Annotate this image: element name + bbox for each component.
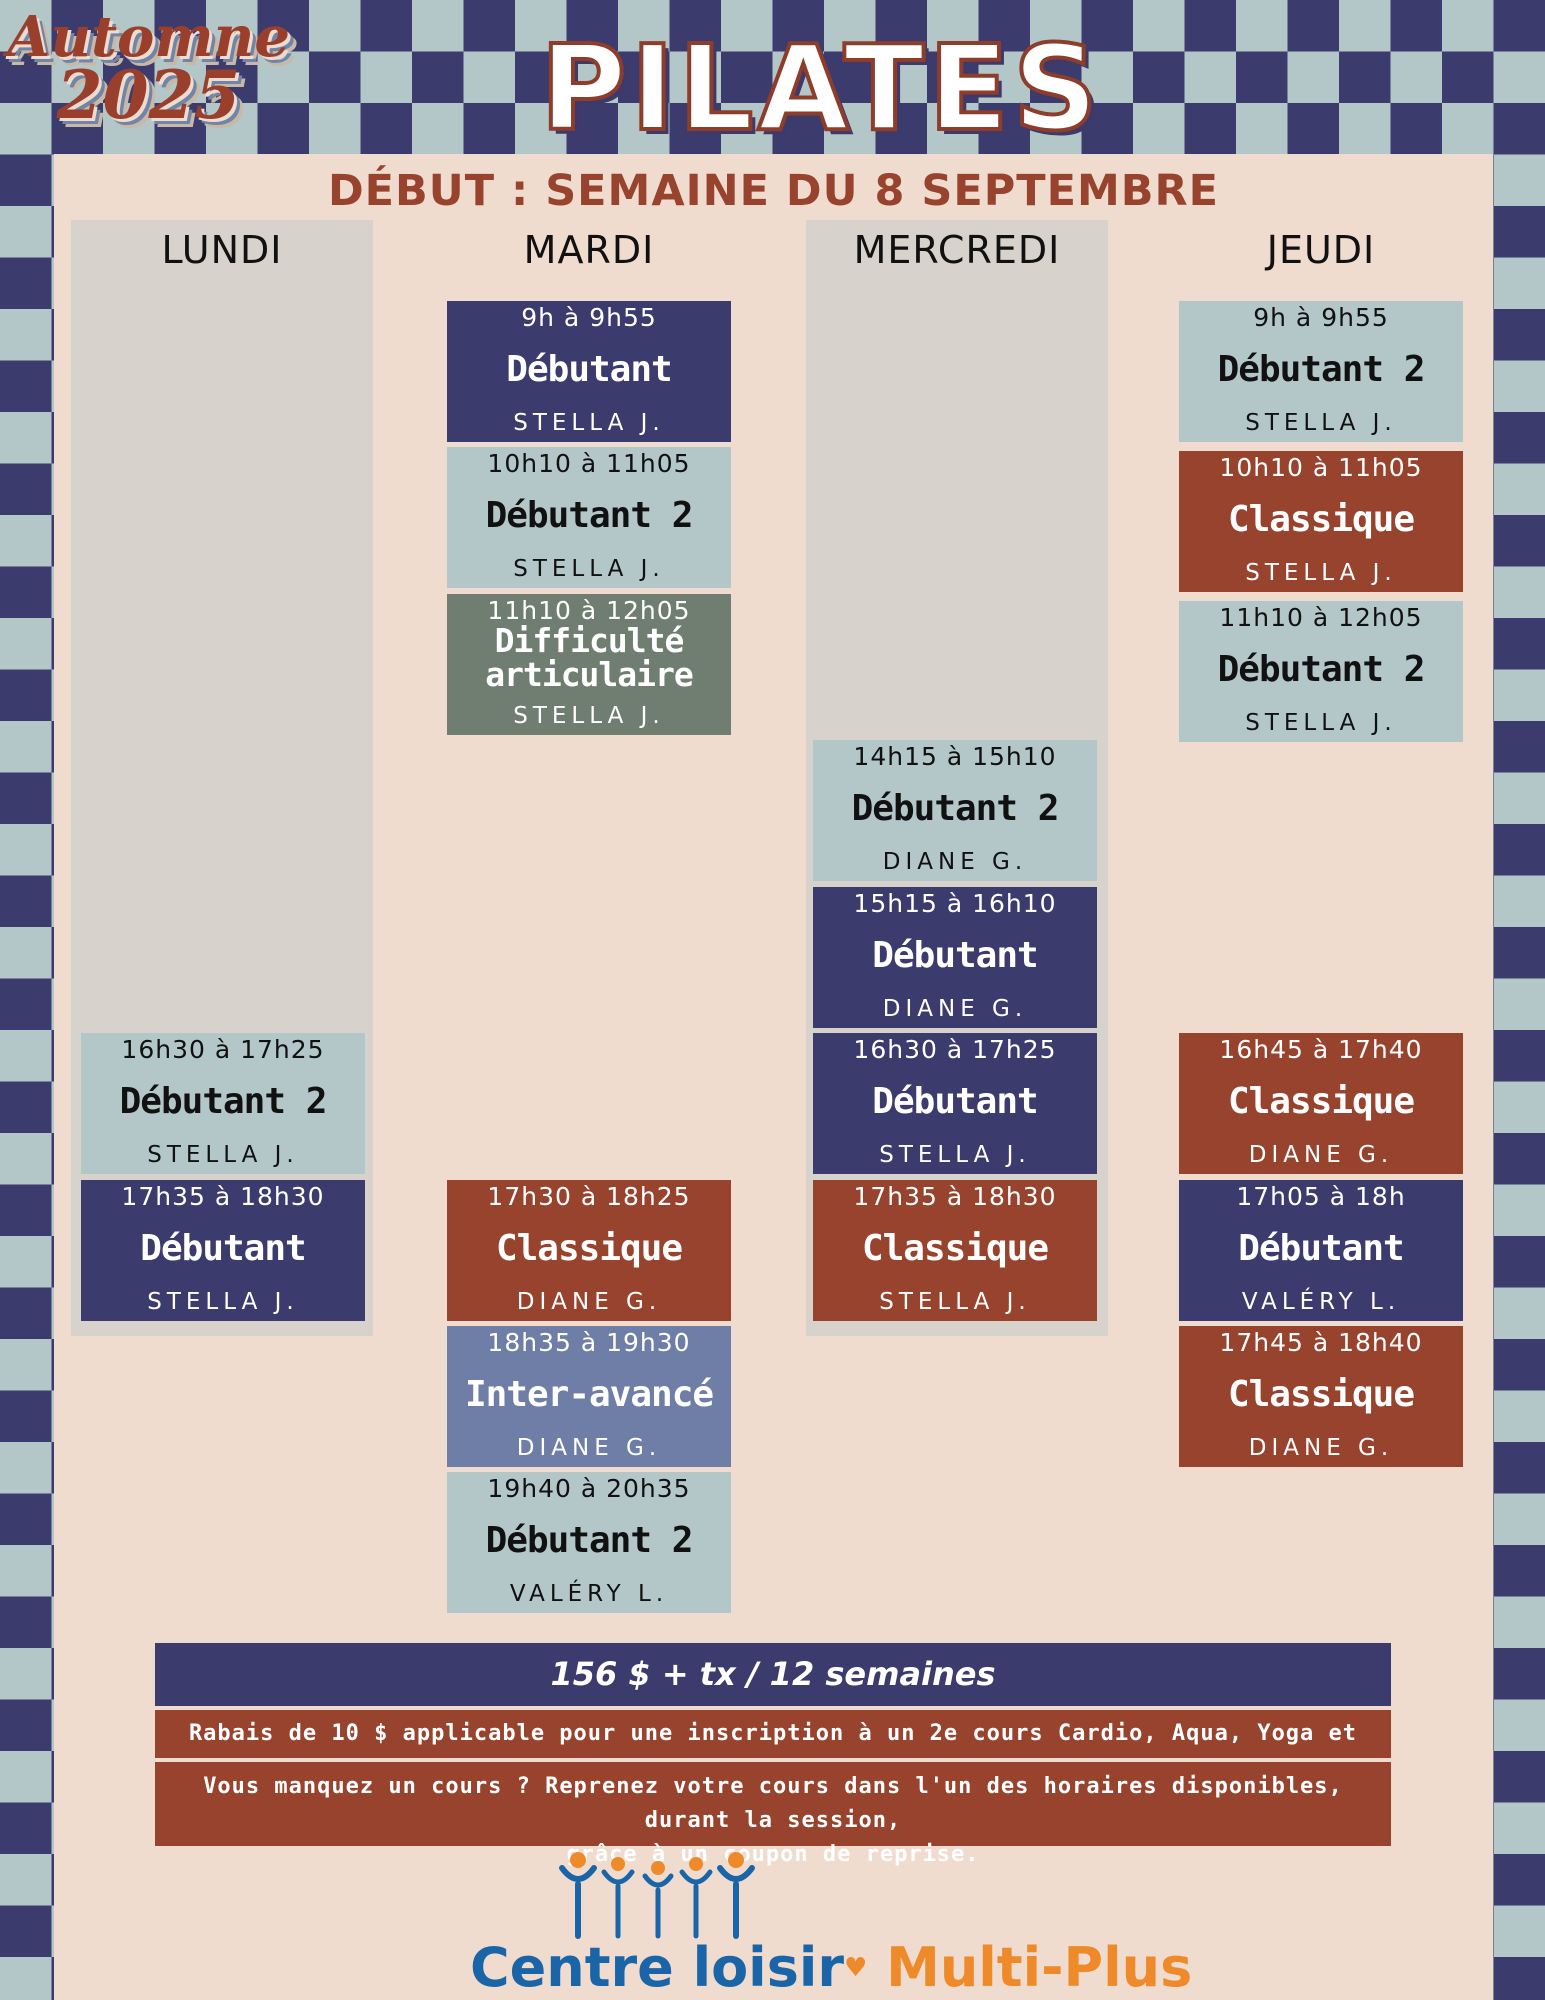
class-card[interactable]: 9h à 9h55 Débutant STELLA J.: [447, 301, 731, 442]
class-name: Débutant: [506, 349, 672, 390]
class-name: Classique: [1227, 1374, 1415, 1415]
class-time: 18h35 à 19h30: [487, 1328, 691, 1357]
class-card[interactable]: 16h30 à 17h25 Débutant 2 STELLA J.: [81, 1033, 365, 1174]
class-card[interactable]: 17h05 à 18h Débutant VALÉRY L.: [1179, 1180, 1463, 1321]
class-instructor: DIANE G.: [1248, 1142, 1394, 1168]
class-instructor: STELLA J.: [1245, 710, 1397, 736]
class-card[interactable]: 11h10 à 12h05 Difficulté articulaire STE…: [447, 594, 731, 735]
makeup-line2: grâce à un coupon de reprise.: [566, 1842, 980, 1867]
class-time: 16h45 à 17h40: [1219, 1035, 1423, 1064]
class-name: Débutant 2: [119, 1081, 328, 1122]
class-instructor: STELLA J.: [879, 1142, 1031, 1168]
class-instructor: DIANE G.: [882, 849, 1028, 875]
class-instructor: DIANE G.: [516, 1289, 662, 1315]
class-instructor: DIANE G.: [1248, 1435, 1394, 1461]
class-card[interactable]: 16h45 à 17h40 Classique DIANE G.: [1179, 1033, 1463, 1174]
makeup-class-bar: Vous manquez un cours ? Reprenez votre c…: [155, 1762, 1391, 1867]
class-card[interactable]: 17h35 à 18h30 Débutant STELLA J.: [81, 1180, 365, 1321]
class-time: 14h15 à 15h10: [853, 742, 1057, 771]
class-name: Débutant 2: [485, 1520, 694, 1561]
price-bar: 156 $ + tx / 12 semaines: [155, 1643, 1391, 1706]
class-time: 11h10 à 12h05: [1219, 603, 1423, 632]
class-time: 17h05 à 18h: [1236, 1182, 1406, 1211]
class-card[interactable]: 10h10 à 11h05 Classique STELLA J.: [1179, 451, 1463, 592]
logo-word-multiplus: Multi-Plus: [886, 1936, 1193, 1999]
class-name: Débutant: [872, 1081, 1038, 1122]
season-line1: Automne: [7, 4, 290, 70]
season-badge: Automne 2025: [6, 4, 291, 134]
class-time: 17h45 à 18h40: [1219, 1328, 1423, 1357]
class-instructor: STELLA J.: [147, 1142, 299, 1168]
class-name: Classique: [861, 1228, 1049, 1269]
makeup-line1: Vous manquez un cours ? Reprenez votre c…: [203, 1774, 1343, 1833]
class-card[interactable]: 19h40 à 20h35 Débutant 2 VALÉRY L.: [447, 1472, 731, 1613]
class-card[interactable]: 14h15 à 15h10 Débutant 2 DIANE G.: [813, 740, 1097, 881]
day-header-mardi: MARDI: [523, 228, 655, 272]
people-figures-icon: [559, 1852, 755, 1939]
day-header-jeudi: JEUDI: [1266, 228, 1376, 272]
class-time: 17h35 à 18h30: [121, 1182, 325, 1211]
class-instructor: DIANE G.: [516, 1435, 662, 1461]
class-name: Classique: [1227, 499, 1415, 540]
heart-icon: ♥: [843, 1953, 868, 1983]
logo-word-centre: Centre: [470, 1936, 674, 1999]
class-time: 10h10 à 11h05: [487, 449, 691, 478]
class-card[interactable]: 16h30 à 17h25 Débutant STELLA J.: [813, 1033, 1097, 1174]
class-time: 17h35 à 18h30: [853, 1182, 1057, 1211]
class-card[interactable]: 10h10 à 11h05 Débutant 2 STELLA J.: [447, 447, 731, 588]
class-card[interactable]: 11h10 à 12h05 Débutant 2 STELLA J.: [1179, 601, 1463, 742]
class-card[interactable]: 9h à 9h55 Débutant 2 STELLA J.: [1179, 301, 1463, 442]
class-instructor: STELLA J.: [513, 703, 665, 729]
rebate-bar: Rabais de 10 $ applicable pour une inscr…: [155, 1710, 1391, 1794]
class-card[interactable]: 15h15 à 16h10 Débutant DIANE G.: [813, 887, 1097, 1028]
start-date-subtitle: DÉBUT : SEMAINE DU 8 SEPTEMBRE: [327, 166, 1220, 216]
class-card[interactable]: 18h35 à 19h30 Inter-avancé DIANE G.: [447, 1326, 731, 1467]
class-name: Débutant 2: [485, 495, 694, 536]
logo-wordmark: Centre loisir♥ Multi-Plus: [470, 1936, 1192, 2000]
class-name: Débutant 2: [1217, 649, 1426, 690]
day-header-mercredi: MERCREDI: [853, 228, 1061, 272]
class-time: 10h10 à 11h05: [1219, 453, 1423, 482]
class-name: Débutant 2: [851, 788, 1060, 829]
day-header-lundi: LUNDI: [161, 228, 283, 272]
class-name: Débutant 2: [1217, 349, 1426, 390]
class-name: Débutant: [1238, 1228, 1404, 1269]
page-title: PILATES: [538, 17, 1102, 159]
class-instructor: DIANE G.: [882, 996, 1028, 1022]
logo-word-loisir: loisir: [692, 1936, 844, 1999]
class-instructor: VALÉRY L.: [509, 1581, 669, 1607]
class-card[interactable]: 17h45 à 18h40 Classique DIANE G.: [1179, 1326, 1463, 1467]
class-name: Débutant: [872, 935, 1038, 976]
class-card[interactable]: 17h35 à 18h30 Classique STELLA J.: [813, 1180, 1097, 1321]
class-instructor: STELLA J.: [1245, 410, 1397, 436]
class-name: Classique: [495, 1228, 683, 1269]
class-name: Classique: [1227, 1081, 1415, 1122]
class-time: 16h30 à 17h25: [121, 1035, 325, 1064]
class-card[interactable]: 17h30 à 18h25 Classique DIANE G.: [447, 1180, 731, 1321]
class-time: 15h15 à 16h10: [853, 889, 1057, 918]
class-instructor: STELLA J.: [1245, 560, 1397, 586]
class-instructor: STELLA J.: [513, 556, 665, 582]
class-time: 16h30 à 17h25: [853, 1035, 1057, 1064]
class-name: Débutant: [140, 1228, 306, 1269]
class-instructor: VALÉRY L.: [1241, 1289, 1401, 1315]
class-name: Difficulté articulaire: [485, 621, 694, 694]
class-name: Inter-avancé: [464, 1374, 714, 1415]
class-instructor: STELLA J.: [513, 410, 665, 436]
class-time: 17h30 à 18h25: [487, 1182, 691, 1211]
class-time: 9h à 9h55: [1253, 303, 1389, 332]
class-time: 9h à 9h55: [521, 303, 657, 332]
class-instructor: STELLA J.: [879, 1289, 1031, 1315]
class-time: 19h40 à 20h35: [487, 1474, 691, 1503]
class-instructor: STELLA J.: [147, 1289, 299, 1315]
centre-loisir-logo[interactable]: Centre loisir♥ Multi-Plus: [470, 1850, 1192, 2000]
season-line2: 2025: [56, 56, 241, 134]
class-time: 11h10 à 12h05: [487, 596, 691, 625]
